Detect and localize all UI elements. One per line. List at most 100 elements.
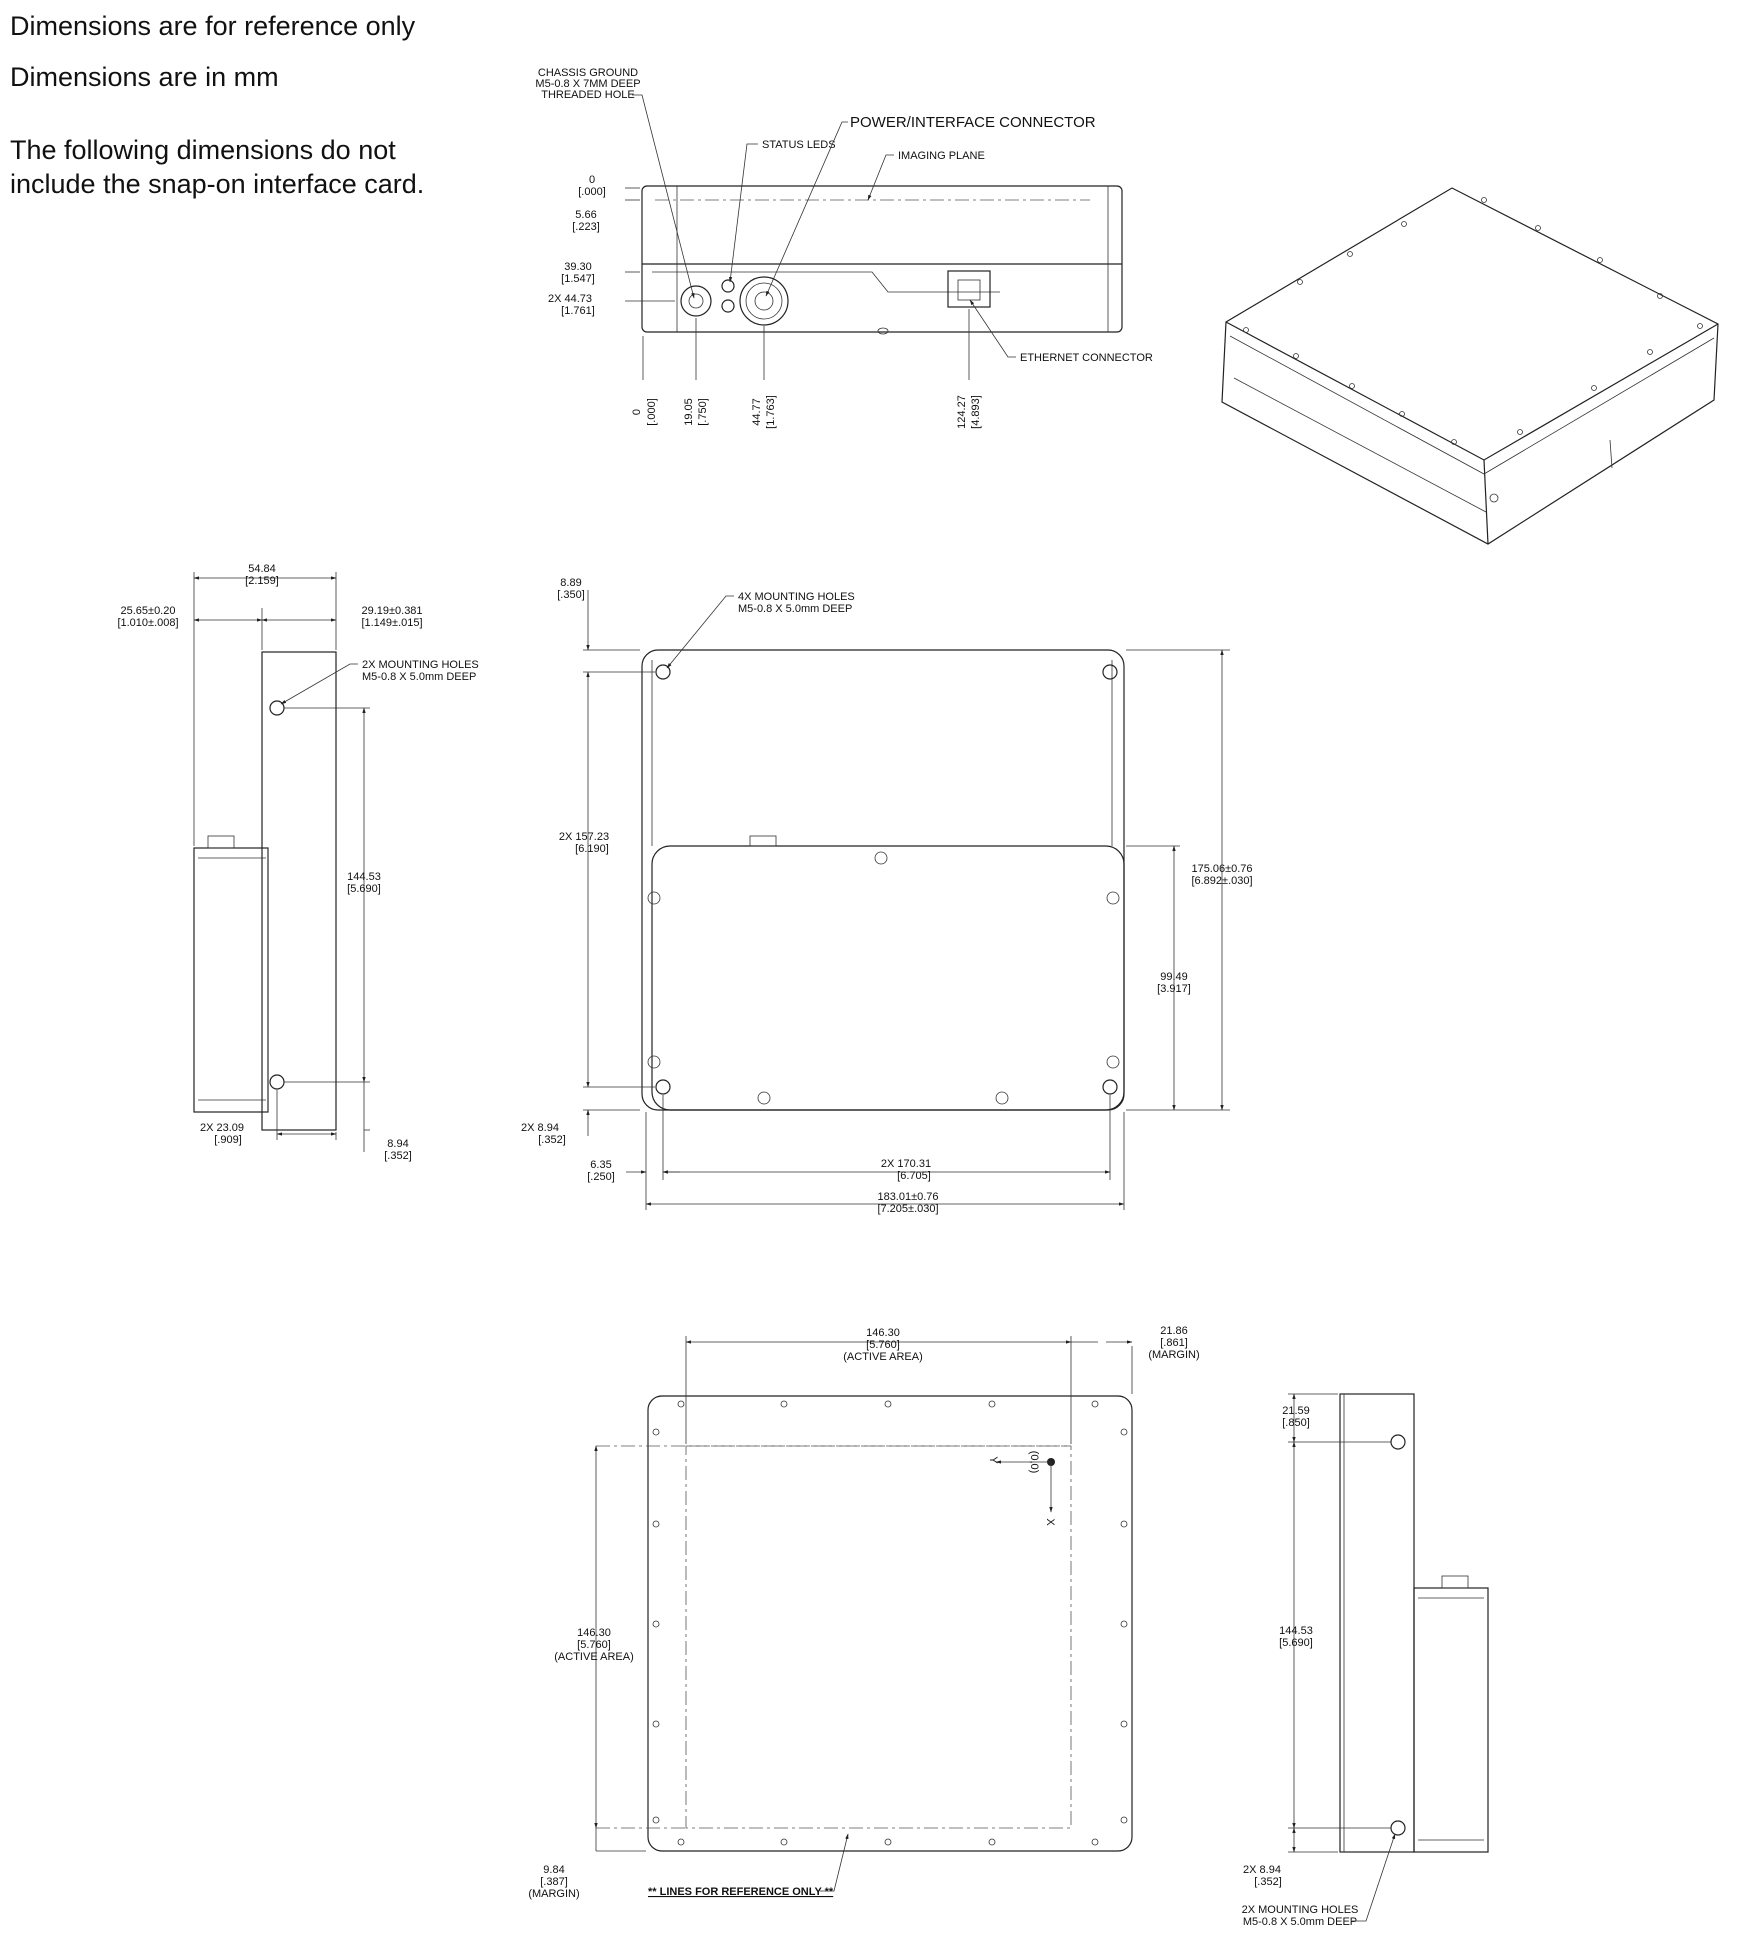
dim-left-2565: 25.65±0.20 [121,605,176,617]
iso-screws [1243,197,1703,445]
dim-front-h12427-in: [4.893] [970,395,982,429]
left-lower-body [193,847,269,1113]
dim-front-h4477: 44.77 [751,398,763,426]
ethernet-connector-label: ETHERNET CONNECTOR [1020,352,1153,364]
chassis-ground-label-1: CHASSIS GROUND [538,67,638,79]
dim-back-894: 2X 8.94 [521,1122,559,1134]
status-led-2 [721,299,735,313]
ethernet-connector [947,270,991,308]
dim-left-2565-in: [1.010±.008] [117,617,178,629]
note-units-mm: Dimensions are in mm [10,62,279,92]
dim-right-2159-in: [.850] [1282,1417,1310,1429]
back-view: 8.89 [.350] 4X MOUNTING HOLES M5-0.8 X 5… [521,577,1253,1215]
right-holes-label-2: M5-0.8 X 5.0mm DEEP [1243,1916,1357,1928]
reference-lines-note: ** LINES FOR REFERENCE ONLY ** [648,1886,834,1898]
dim-front-0-in: [.000] [578,186,606,198]
note-exclusion-line2: include the snap-on interface card. [10,169,425,199]
dim-right-894: 2X 8.94 [1243,1864,1281,1876]
active-area-outline [685,1445,1072,1829]
back-outline [641,649,1125,1111]
dim-right-14453: 144.53 [1279,1625,1313,1637]
dim-top-984-in: [.387] [540,1876,568,1888]
dim-back-18301-in: [7.205±.030] [877,1203,938,1215]
power-interface-connector [739,276,789,326]
right-holes-label-1: 2X MOUNTING HOLES [1242,1904,1359,1916]
top-screws [652,1400,1128,1846]
left-holes-label-2: M5-0.8 X 5.0mm DEEP [362,671,476,683]
left-side-view: 54.84 [2.159] 25.65±0.20 [1.010±.008] 29… [117,563,478,1162]
axis-x-label: X [1044,1518,1056,1526]
dim-top-14630h: 146.30 [866,1327,900,1339]
back-holes-label-1: 4X MOUNTING HOLES [738,591,855,603]
dim-left-14453-in: [5.690] [347,883,381,895]
chassis-ground-label-2: M5-0.8 X 7MM DEEP [535,78,640,90]
left-mount-hole-bottom [269,1074,285,1090]
dim-back-17506: 175.06±0.76 [1191,863,1252,875]
dim-front-566-in: [.223] [572,221,600,233]
dim-front-4473: 2X 44.73 [548,293,592,305]
dim-front-4473-in: [1.761] [561,305,595,317]
dim-right-894-in: [.352] [1254,1876,1282,1888]
dim-right-2159: 21.59 [1282,1405,1310,1417]
origin-label: (0,0) [1028,1451,1040,1474]
note-exclusion-line1: The following dimensions do not [10,135,396,165]
dim-front-h0-in: [.000] [646,398,658,426]
dim-front-3930-in: [1.547] [561,273,595,285]
status-leds-label: STATUS LEDS [762,139,836,151]
right-mount-hole-top [1390,1434,1406,1450]
dim-top-2186-in: [.861] [1160,1337,1188,1349]
dim-back-9949-in: [3.917] [1157,983,1191,995]
dim-left-5484-in: [2.159] [245,575,279,587]
dim-back-17031: 2X 170.31 [881,1158,931,1170]
left-holes-label-1: 2X MOUNTING HOLES [362,659,479,671]
dim-left-2919: 29.19±0.381 [361,605,422,617]
dim-left-2309-in: [.909] [214,1134,242,1146]
imaging-plane-label: IMAGING PLANE [898,150,985,162]
dim-back-894-in: [.352] [538,1134,566,1146]
dim-front-h1905-in: [.750] [697,398,709,426]
dim-back-17506-in: [6.892±.030] [1191,875,1252,887]
top-view: Y X (0,0) 146.30 [5.760] (ACTIVE AREA) 2… [528,1325,1199,1900]
right-side-view: 21.59 [.850] 144.53 [5.690] 2X 8.94 [.35… [1242,1393,1489,1928]
dim-left-2919-in: [1.149±.015] [361,617,422,629]
dim-left-5484: 54.84 [248,563,276,575]
dim-top-984: 9.84 [543,1864,564,1876]
dim-back-635: 6.35 [590,1159,611,1171]
power-connector-label: POWER/INTERFACE CONNECTOR [850,114,1096,131]
dim-back-17031-in: [6.705] [897,1170,931,1182]
dim-top-14630h-in: [5.760] [866,1339,900,1351]
dim-front-h4477-in: [1.763] [765,395,777,429]
dim-front-h12427: 124.27 [956,395,968,429]
dim-top-active-v: (ACTIVE AREA) [554,1651,633,1663]
right-lower-body [1413,1587,1489,1853]
right-upper-body [1339,1393,1415,1853]
dim-front-0: 0 [589,174,595,186]
dim-front-566: 5.66 [575,209,596,221]
dim-right-14453-in: [5.690] [1279,1637,1313,1649]
dim-top-margin-left: (MARGIN) [528,1888,579,1900]
dim-top-14630v: 146.30 [577,1627,611,1639]
right-mount-hole-bottom [1390,1820,1406,1836]
back-cover-plate [651,845,1125,1111]
top-outline [647,1395,1133,1852]
dim-front-3930: 39.30 [564,261,592,273]
dim-back-15723-in: [6.190] [575,843,609,855]
back-holes-label-2: M5-0.8 X 5.0mm DEEP [738,603,852,615]
dim-back-889-in: [.350] [557,589,585,601]
front-body-outline [641,185,1123,333]
dim-left-894: 8.94 [387,1138,408,1150]
dim-front-h0: 0 [631,409,643,415]
back-mount-holes [655,664,1118,1095]
dim-top-margin-right: (MARGIN) [1148,1349,1199,1361]
dim-top-14630v-in: [5.760] [577,1639,611,1651]
dim-back-15723: 2X 157.23 [559,831,609,843]
dim-front-h1905: 19.05 [683,398,695,426]
isometric-view [1221,187,1719,545]
dim-back-889: 8.89 [560,577,581,589]
back-screws [647,851,1120,1105]
front-view: CHASSIS GROUND M5-0.8 X 7MM DEEP THREADE… [535,67,1152,429]
axis-y-label: Y [987,1456,999,1464]
chassis-ground-label-3: THREADED HOLE [541,89,635,101]
chassis-ground-hole [680,285,712,317]
